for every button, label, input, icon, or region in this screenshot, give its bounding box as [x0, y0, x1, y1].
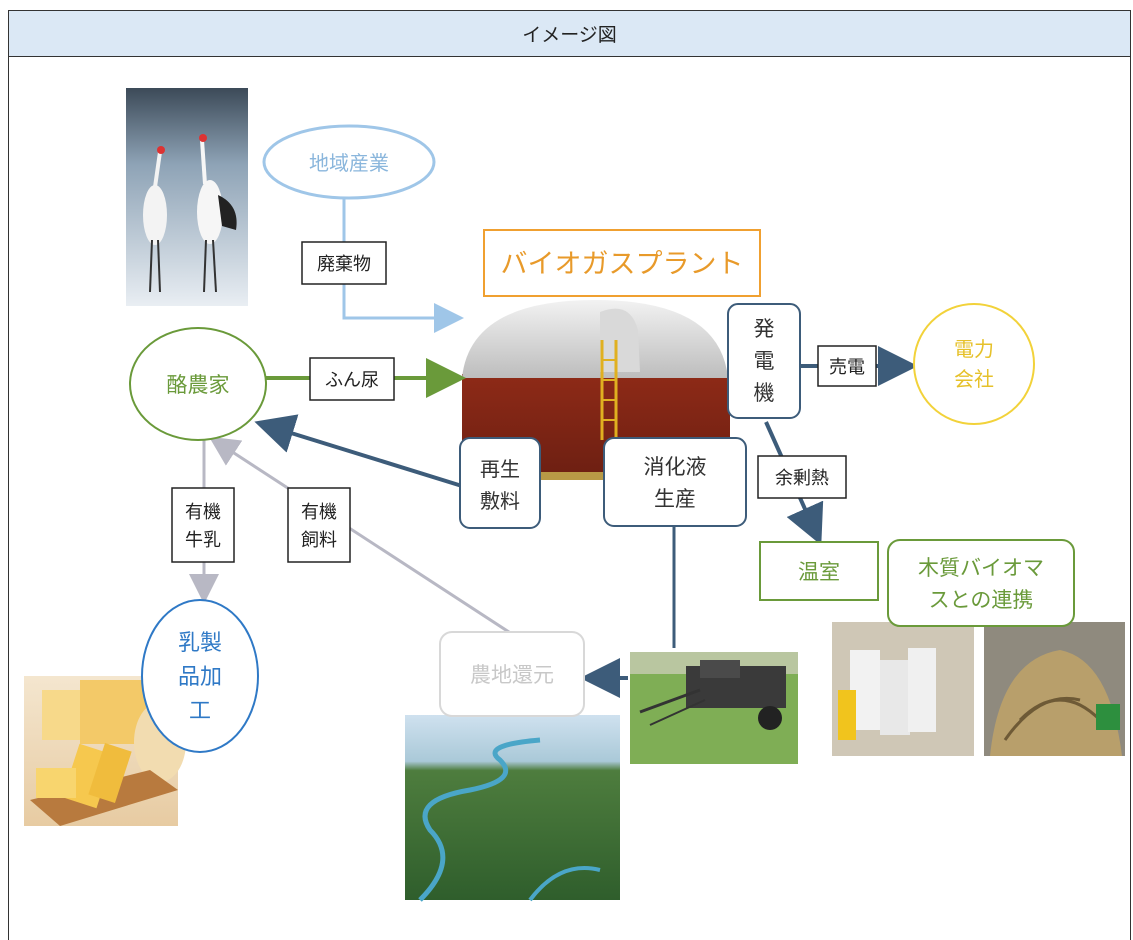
digestate-production-node: 消化液 生産 — [603, 437, 747, 527]
greenhouse-label: 温室 — [798, 560, 840, 584]
tractor-field-photo — [630, 652, 798, 764]
organic-feed-label-2: 飼料 — [301, 530, 337, 551]
waste-edge-label: 廃棄物 — [301, 241, 387, 285]
biogas-plant-node: バイオガスプラント — [483, 229, 761, 297]
crane-photo — [126, 88, 248, 306]
recycled-bedding-label-2: 敷料 — [480, 489, 520, 513]
regional-industry-node: 地域産業 — [262, 124, 436, 200]
greenhouse-node: 温室 — [759, 541, 879, 601]
organic-feed-label-1: 有機 — [301, 502, 337, 523]
power-sale-edge-label: 売電 — [817, 345, 877, 387]
generator-label-1: 発 — [754, 317, 775, 341]
power-company-node: 電力 会社 — [913, 303, 1035, 425]
digestate-label-2: 生産 — [654, 487, 696, 511]
power-sale-label-text: 売電 — [829, 357, 865, 378]
farmland-return-label: 農地還元 — [470, 663, 554, 687]
woody-biomass-label-2: スとの連携 — [929, 588, 1034, 612]
recycled-bedding-node: 再生 敷料 — [459, 437, 541, 529]
waste-label-text: 廃棄物 — [317, 254, 371, 275]
surplus-heat-edge-label: 余剰熱 — [757, 455, 847, 499]
farmland-return-node: 農地還元 — [439, 631, 585, 717]
generator-label-3: 機 — [754, 381, 775, 405]
manure-edge-label: ふん尿 — [309, 357, 395, 401]
page-title: イメージ図 — [9, 11, 1130, 57]
dairy-farmer-label: 酪農家 — [167, 373, 230, 397]
digestate-label-1: 消化液 — [644, 455, 707, 479]
waste-flow-arrow — [342, 198, 464, 333]
power-company-label-1: 電力 — [954, 337, 994, 361]
woody-biomass-photo — [832, 622, 1125, 756]
wetland-photo — [405, 715, 620, 902]
power-company-label-2: 会社 — [954, 367, 994, 391]
recycled-bedding-label-1: 再生 — [480, 457, 520, 481]
woody-biomass-label-1: 木質バイオマ — [918, 556, 1044, 580]
dairy-processing-label-3: 工 — [189, 699, 211, 724]
cheese-photo — [24, 676, 186, 826]
diagram-frame — [8, 10, 1131, 940]
organic-milk-label-2: 牛乳 — [185, 530, 221, 551]
recycled-bedding-arrow — [254, 414, 463, 488]
generator-node: 発 電 機 — [727, 303, 801, 419]
biogas-plant-label: バイオガスプラント — [501, 249, 744, 280]
generator-label-2: 電 — [754, 349, 775, 373]
regional-industry-label: 地域産業 — [309, 151, 389, 175]
dairy-processing-label-2: 品加 — [178, 665, 222, 690]
organic-feed-arrow — [208, 436, 513, 636]
organic-milk-edge-label: 有機 牛乳 — [171, 487, 235, 563]
dairy-farmer-node: 酪農家 — [129, 327, 267, 441]
dairy-processing-label-1: 乳製 — [178, 631, 222, 656]
organic-feed-edge-label: 有機 飼料 — [287, 487, 351, 563]
surplus-heat-label-text: 余剰熱 — [775, 468, 829, 489]
organic-milk-label-1: 有機 — [185, 502, 221, 523]
manure-label-text: ふん尿 — [325, 370, 379, 391]
woody-biomass-node: 木質バイオマ スとの連携 — [887, 539, 1075, 627]
dairy-processing-node: 乳製 品加 工 — [141, 599, 259, 753]
